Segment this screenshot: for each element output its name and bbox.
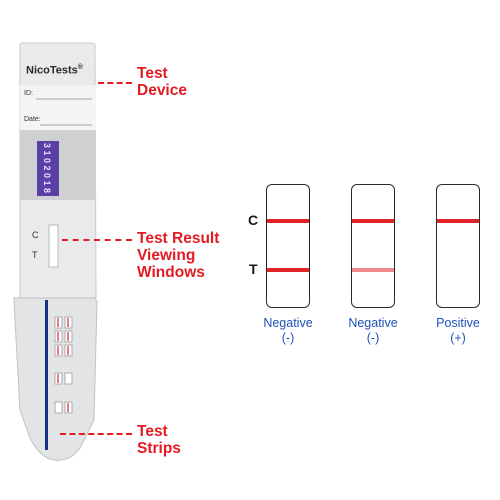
callout-viewing-windows: Test Result Viewing Windows	[137, 230, 219, 281]
strip-result-label: Negative	[263, 316, 313, 330]
test-line	[352, 268, 394, 272]
date-label: Date:	[24, 116, 41, 123]
strip-result-label: Positive	[436, 316, 480, 330]
strip-result-sign: (-)	[366, 331, 380, 345]
device-brand: NicoTests®	[26, 64, 83, 77]
strip-caption: Negative(-)	[328, 316, 418, 346]
test-line	[267, 268, 309, 272]
result-window	[48, 224, 59, 268]
control-line	[437, 219, 479, 223]
strip-caption: Positive(+)	[413, 316, 500, 346]
strip-result-sign: (+)	[450, 331, 466, 345]
callout-line-text: Test	[137, 65, 168, 82]
callout-line-text: Test Result	[137, 230, 220, 247]
strip-caption: Negative(-)	[243, 316, 333, 346]
callout-line-text: Test	[137, 423, 168, 440]
control-line	[352, 219, 394, 223]
callout-test-strips: Test Strips	[137, 423, 181, 457]
control-line-label: C	[248, 212, 259, 228]
device-brand-name: NicoTests	[26, 64, 78, 77]
trademark-symbol: ®	[77, 64, 83, 71]
callout-line-text: Viewing	[137, 247, 196, 264]
label-panel	[20, 85, 96, 130]
callout-line-strips	[60, 433, 132, 435]
result-strip	[351, 184, 395, 308]
strip-result-label: Negative	[348, 316, 398, 330]
test-line-label: T	[249, 261, 258, 277]
callout-line-text: Strips	[137, 440, 181, 457]
sticker-text: 3 1 0 2 0 1 8	[42, 142, 52, 194]
callout-line-windows	[62, 239, 132, 241]
callout-line-text: Windows	[137, 264, 205, 281]
window-label-c: C	[32, 230, 39, 240]
strip-window-marks	[57, 318, 69, 412]
result-strip	[436, 184, 480, 308]
control-line	[267, 219, 309, 223]
strip-result-sign: (-)	[281, 331, 295, 345]
indicator-line	[45, 300, 48, 450]
callout-test-device: Test Device	[137, 65, 187, 99]
callout-line-device	[98, 82, 132, 84]
sticker-badge	[37, 141, 59, 196]
window-label-t: T	[32, 250, 38, 260]
result-strip	[266, 184, 310, 308]
id-label: ID:	[24, 90, 33, 97]
callout-line-text: Device	[137, 82, 187, 99]
